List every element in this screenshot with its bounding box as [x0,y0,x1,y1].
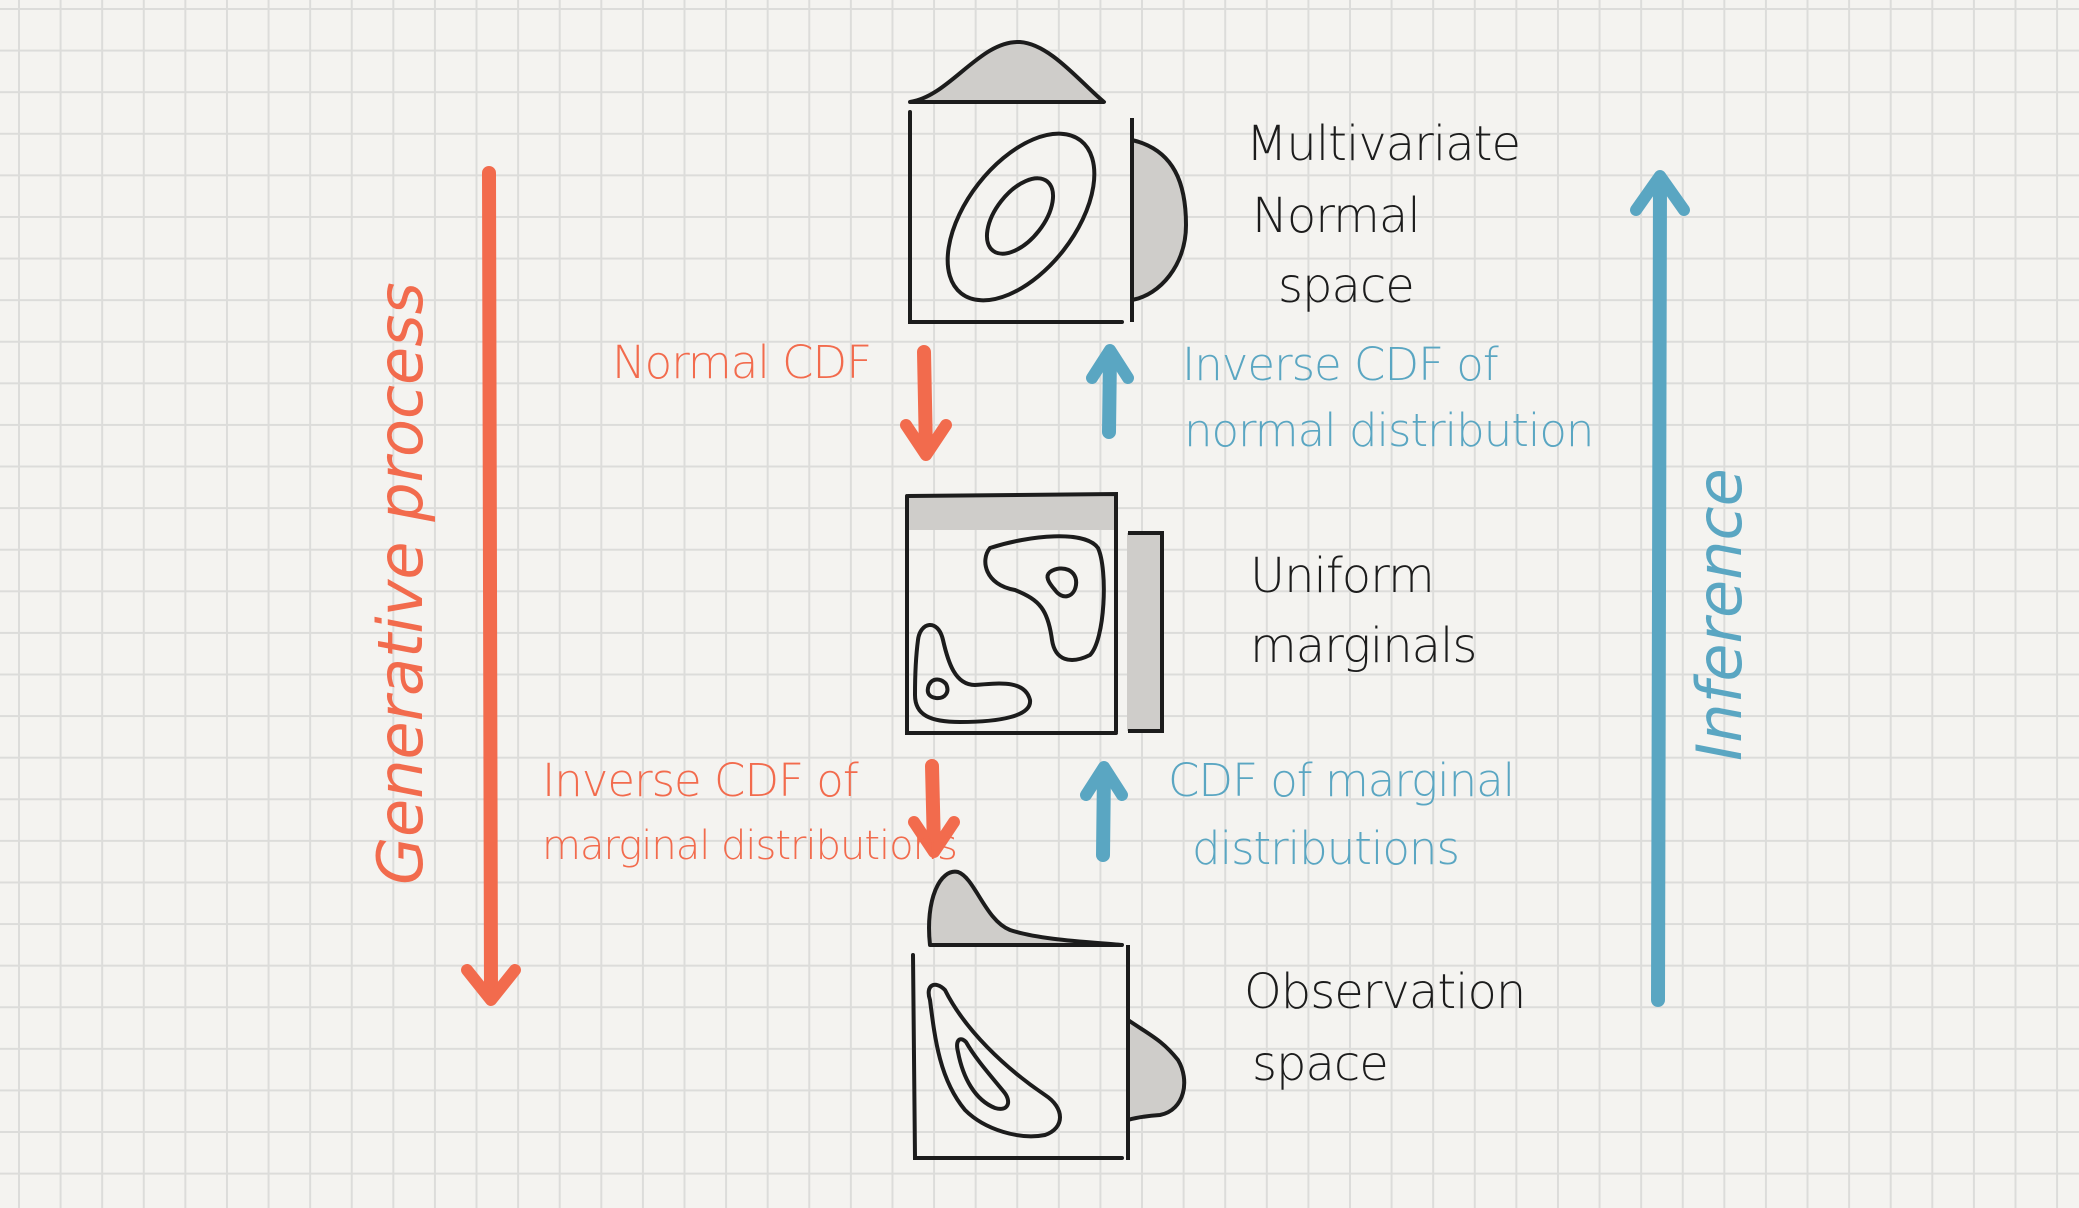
observation-inner-contour [955,1037,1011,1111]
normal-space-label-1: Multivariate [1246,116,1521,172]
observation-box [911,953,1124,1160]
inverse-cdf-marginal-label-1: Inverse CDF of [542,754,859,807]
uniform-box [905,494,1118,735]
cdf-marginal-arrow [1080,761,1128,862]
normal-cdf-arrow [900,345,952,461]
uniform-right-marginal-edge [1128,531,1164,733]
cdf-marginal-label-1: CDF of marginal [1168,754,1515,807]
cdf-marginal-label-2: distributions [1192,822,1460,875]
observation-label-2: space [1252,1036,1389,1092]
observation-outer-contour [926,982,1062,1139]
observation-label-1: Observation [1244,964,1526,1020]
uniform-label-2: marginals [1250,618,1477,674]
inference-label: Inference [1683,468,1756,761]
inverse-cdf-marginal-label-2: marginal distributions [542,823,958,869]
normal-space-label-3: space [1278,258,1415,314]
normal-cdf-label: Normal CDF [612,336,872,389]
uniform-top-marginal [907,494,1116,530]
inverse-cdf-marginal-arrow [908,759,960,858]
generative-process-label: Generative process [364,282,437,885]
normal-box [908,110,1124,324]
normal-right-marginal [1130,138,1188,302]
normal-inner-contour [984,176,1056,256]
uniform-lower-inner-contour [925,677,950,701]
inverse-cdf-normal-arrow [1086,344,1134,439]
inverse-cdf-normal-label-2: normal distribution [1184,404,1594,457]
normal-top-marginal [908,39,1106,104]
uniform-upper-contour [983,534,1106,662]
observation-space-panel [911,869,1187,1160]
observation-top-marginal [927,869,1124,947]
inverse-cdf-normal-label-1: Inverse CDF of [1182,338,1499,391]
generative-arrow [461,166,521,1006]
uniform-upper-inner-contour [1045,566,1079,599]
uniform-label-1: Uniform [1250,548,1435,604]
normal-space-panel [908,39,1188,324]
uniform-top-marginal-edge [907,491,1118,732]
uniform-marginals-panel [905,491,1164,735]
inference-arrow [1630,170,1690,1007]
uniform-right-marginal [1127,533,1163,731]
normal-space-label-2: Normal [1252,188,1421,244]
observation-right-marginal [1126,1018,1187,1122]
uniform-lower-contour [913,623,1032,724]
normal-outer-contour [945,131,1097,303]
